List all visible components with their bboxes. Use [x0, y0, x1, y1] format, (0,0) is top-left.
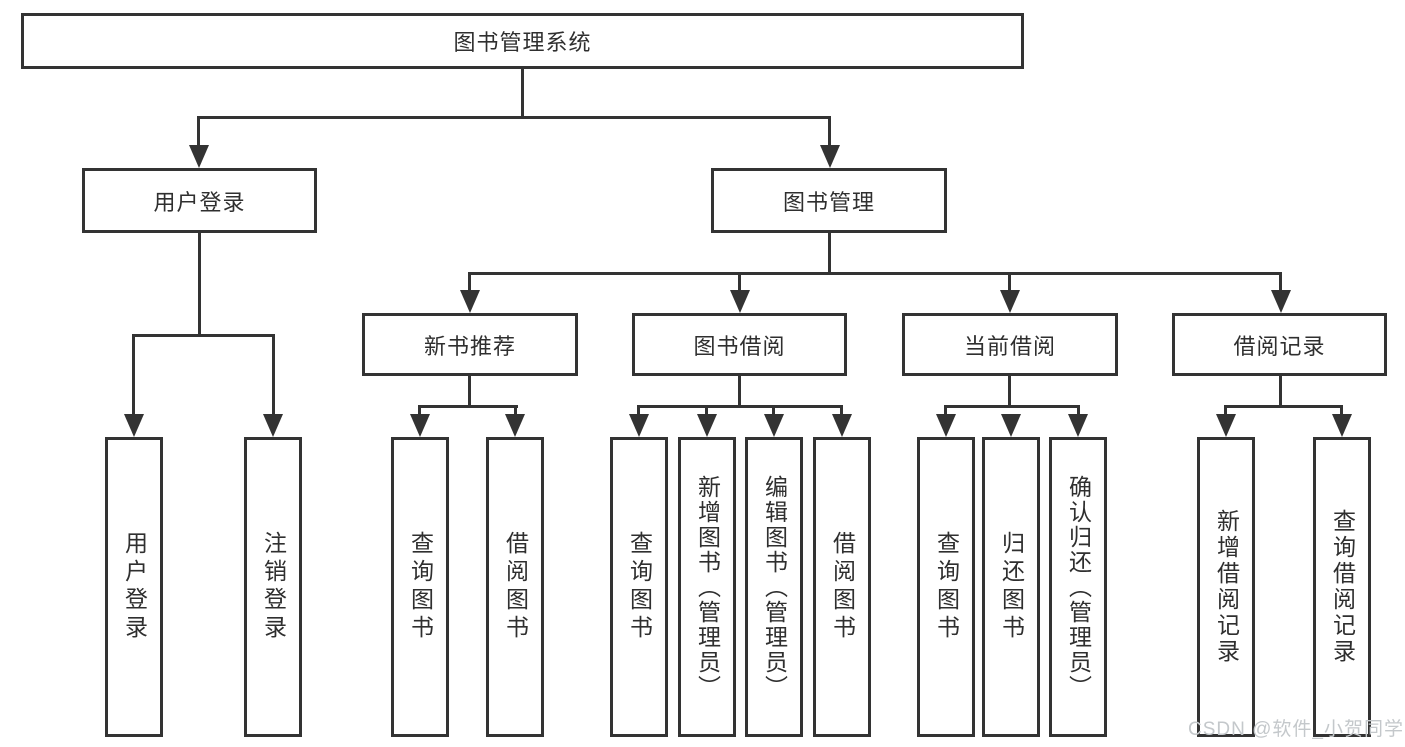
leaf-label: 查询借阅记录 [1329, 509, 1356, 665]
connector-line [272, 334, 275, 418]
connector-line [944, 405, 1080, 408]
connector-line [468, 272, 1282, 275]
connector-line [197, 116, 200, 148]
arrow-down-icon [189, 145, 209, 168]
node-root: 图书管理系统 [21, 13, 1024, 69]
node-current-borrowing-label: 当前借阅 [963, 333, 1056, 359]
leaf-label: 用户登录 [121, 531, 148, 643]
connector-line [132, 334, 135, 418]
connector-line [197, 116, 831, 119]
arrow-down-icon [124, 414, 144, 437]
arrow-down-icon [1068, 414, 1088, 437]
arrow-down-icon [730, 290, 750, 313]
connector-line [840, 405, 843, 418]
connector-line [637, 405, 843, 408]
node-book-borrowing-label: 图书借阅 [693, 333, 786, 359]
node-leaf-logout: 注销登录 [244, 437, 302, 737]
connector-line [637, 405, 640, 418]
node-borrowing-records-label: 借阅记录 [1233, 333, 1326, 359]
connector-line [944, 405, 947, 418]
connector-line [1224, 405, 1343, 408]
leaf-label: 新增借阅记录 [1213, 509, 1240, 665]
connector-line [132, 334, 275, 337]
arrow-down-icon [1271, 290, 1291, 313]
connector-line [1340, 405, 1343, 418]
connector-line [1224, 405, 1227, 418]
node-new-book-recommend-label: 新书推荐 [423, 333, 516, 359]
leaf-label: 查询图书 [407, 531, 434, 643]
node-leaf-confirm-return-admin: 确认归还（管理员） [1049, 437, 1107, 737]
connector-line [1077, 405, 1080, 418]
connector-line [1279, 374, 1282, 408]
node-leaf-query-borrow-record: 查询借阅记录 [1313, 437, 1371, 737]
node-book-borrowing: 图书借阅 [632, 313, 847, 376]
node-leaf-query-books-borrowing: 查询图书 [610, 437, 668, 737]
node-leaf-borrow-books-borrowing: 借阅图书 [813, 437, 871, 737]
connector-line [828, 231, 831, 275]
node-user-login: 用户登录 [82, 168, 317, 233]
connector-line [198, 231, 201, 337]
leaf-label: 查询图书 [626, 531, 653, 643]
node-leaf-borrow-books-recommend: 借阅图书 [486, 437, 544, 737]
leaf-label: 借阅图书 [502, 531, 529, 643]
node-leaf-add-borrow-record: 新增借阅记录 [1197, 437, 1255, 737]
connector-line [828, 116, 831, 148]
connector-line [738, 272, 741, 294]
node-book-management: 图书管理 [711, 168, 947, 233]
arrow-down-icon [505, 414, 525, 437]
leaf-label: 新增图书（管理员） [694, 474, 721, 700]
arrow-down-icon [629, 414, 649, 437]
arrow-down-icon [460, 290, 480, 313]
node-leaf-query-books-current: 查询图书 [917, 437, 975, 737]
arrow-down-icon [764, 414, 784, 437]
leaf-label: 注销登录 [260, 531, 287, 643]
connector-line [418, 405, 518, 408]
watermark: CSDN @软件_小贺同学 [1188, 719, 1404, 740]
connector-line [1008, 272, 1011, 294]
node-user-login-label: 用户登录 [153, 189, 246, 215]
node-leaf-return-books: 归还图书 [982, 437, 1040, 737]
connector-line [1279, 272, 1282, 294]
arrow-down-icon [1216, 414, 1236, 437]
arrow-down-icon [936, 414, 956, 437]
node-new-book-recommend: 新书推荐 [362, 313, 578, 376]
node-leaf-query-books-recommend: 查询图书 [391, 437, 449, 737]
leaf-label: 确认归还（管理员） [1065, 474, 1092, 700]
connector-line [468, 374, 471, 408]
node-current-borrowing: 当前借阅 [902, 313, 1118, 376]
node-borrowing-records: 借阅记录 [1172, 313, 1387, 376]
arrow-down-icon [1000, 290, 1020, 313]
node-root-label: 图书管理系统 [453, 30, 592, 55]
leaf-label: 查询图书 [933, 531, 960, 643]
leaf-label: 编辑图书（管理员） [761, 474, 788, 700]
connector-line [1008, 374, 1011, 408]
connector-line [738, 374, 741, 408]
arrow-down-icon [1001, 414, 1021, 437]
connector-line [521, 69, 524, 118]
connector-line [418, 405, 421, 418]
arrow-down-icon [820, 145, 840, 168]
node-leaf-user-login: 用户登录 [105, 437, 163, 737]
arrow-down-icon [832, 414, 852, 437]
arrow-down-icon [1332, 414, 1352, 437]
arrow-down-icon [697, 414, 717, 437]
connector-line [514, 405, 517, 418]
node-leaf-edit-books-admin: 编辑图书（管理员） [745, 437, 803, 737]
connector-line [772, 405, 775, 418]
node-book-management-label: 图书管理 [782, 189, 875, 215]
leaf-label: 借阅图书 [829, 531, 856, 643]
leaf-label: 归还图书 [998, 531, 1025, 643]
arrow-down-icon [410, 414, 430, 437]
node-leaf-add-books-admin: 新增图书（管理员） [678, 437, 736, 737]
connector-line [705, 405, 708, 418]
arrow-down-icon [263, 414, 283, 437]
connector-line [468, 272, 471, 294]
